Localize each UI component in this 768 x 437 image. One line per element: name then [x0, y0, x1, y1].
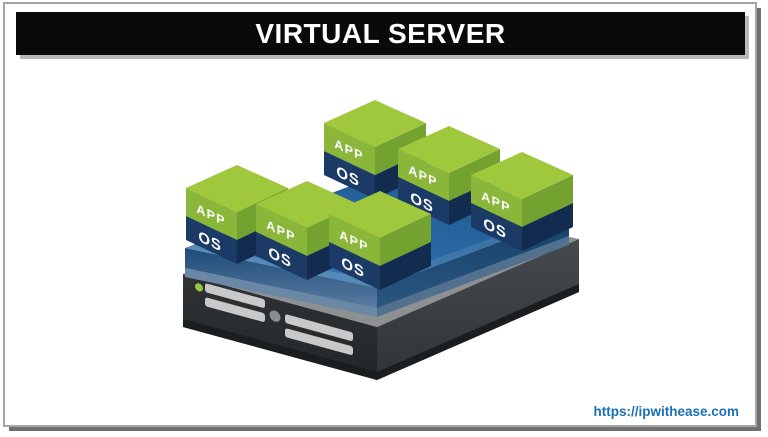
- page-title: VIRTUAL SERVER: [255, 17, 506, 49]
- vm-4-top-face: [186, 165, 288, 212]
- title-banner: VIRTUAL SERVER: [16, 12, 745, 55]
- hypervisor-left-face: [185, 248, 377, 308]
- power-led-icon: [195, 283, 203, 292]
- vm-3-os-right-face: [522, 203, 573, 251]
- glass-layer-left-face: [185, 268, 377, 317]
- vm-3-os-left-face: [471, 203, 522, 251]
- vm-1-top-face: [324, 100, 426, 147]
- vm-2-os-left-face: [398, 177, 449, 225]
- vm-2-app-left-face: [398, 149, 449, 201]
- drive-bay-slat: [285, 314, 353, 341]
- vm-5-os-left-face: [256, 232, 307, 280]
- server-front-left-face: [183, 274, 377, 380]
- panel-button-icon: [269, 310, 281, 322]
- vm-2-top-face: [398, 126, 500, 173]
- drive-bay-slat: [205, 283, 265, 308]
- server-right-bottom-edge: [377, 284, 579, 380]
- vm-3-app-left-face: [471, 175, 522, 227]
- drive-bay-slat: [285, 328, 353, 355]
- vm-6-app-right-face: [380, 214, 431, 266]
- vm-3-top-face: [471, 152, 573, 199]
- figure-frame: VIRTUAL SERVER APP OS APP: [3, 2, 757, 427]
- vm-1-app-left-face: [324, 123, 375, 175]
- vm-3-app-right-face: [522, 175, 573, 227]
- website-link[interactable]: https://ipwithease.com: [593, 404, 739, 419]
- drive-bay-slat: [205, 297, 265, 322]
- server-front-panel: [195, 283, 353, 355]
- vm-5-app-left-face: [256, 204, 307, 256]
- glass-layer-right-face: [377, 236, 569, 317]
- server-front-right-face: [377, 239, 579, 380]
- vm-6-os-right-face: [380, 242, 431, 290]
- vm-6-app-left-face: [329, 214, 380, 266]
- vm-4-app-left-face: [186, 188, 237, 240]
- vm-5-top-face: [256, 181, 358, 228]
- vm-6-os-left-face: [329, 242, 380, 290]
- vm-6-top-face: [329, 191, 431, 238]
- server-left-bottom-edge: [183, 319, 377, 380]
- vm-4-os-left-face: [186, 216, 237, 264]
- vm-1-os-left-face: [324, 151, 375, 199]
